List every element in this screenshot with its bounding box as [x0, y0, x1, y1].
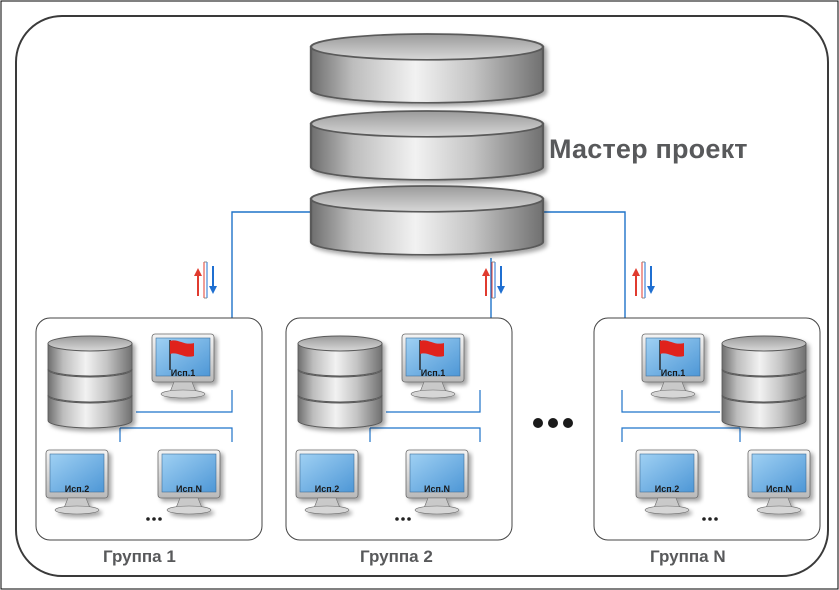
workstation-n-label: Исп.N — [766, 484, 792, 494]
workstation-2-label: Исп.2 — [654, 484, 680, 494]
workstation-n-label: Исп.N — [424, 484, 450, 494]
group-1-label: Группа 1 — [103, 547, 176, 566]
group-2 — [285, 317, 513, 541]
ellipsis-icon — [702, 517, 718, 521]
workstation-1-label: Исп.1 — [420, 368, 446, 378]
group-n — [593, 317, 821, 541]
master-project-label: Мастер проект — [549, 134, 748, 164]
database-icon — [297, 335, 383, 429]
workstation-n-label: Исп.N — [176, 484, 202, 494]
more-groups-ellipsis-icon — [533, 418, 573, 428]
group-2-label: Группа 2 — [360, 547, 433, 566]
group-n-label: Группа N — [650, 547, 726, 566]
link-group-1 — [231, 211, 313, 336]
master-database-icon — [309, 32, 545, 256]
ellipsis-icon — [146, 517, 162, 521]
link-group-n — [543, 211, 626, 336]
ellipsis-icon — [395, 517, 411, 521]
workstation-2-label: Исп.2 — [314, 484, 340, 494]
workstation-1-label: Исп.1 — [660, 368, 686, 378]
workstation-2-label: Исп.2 — [64, 484, 90, 494]
database-icon — [47, 335, 133, 429]
group-1 — [35, 317, 263, 541]
database-icon — [721, 335, 807, 429]
workstation-1-label: Исп.1 — [170, 368, 196, 378]
